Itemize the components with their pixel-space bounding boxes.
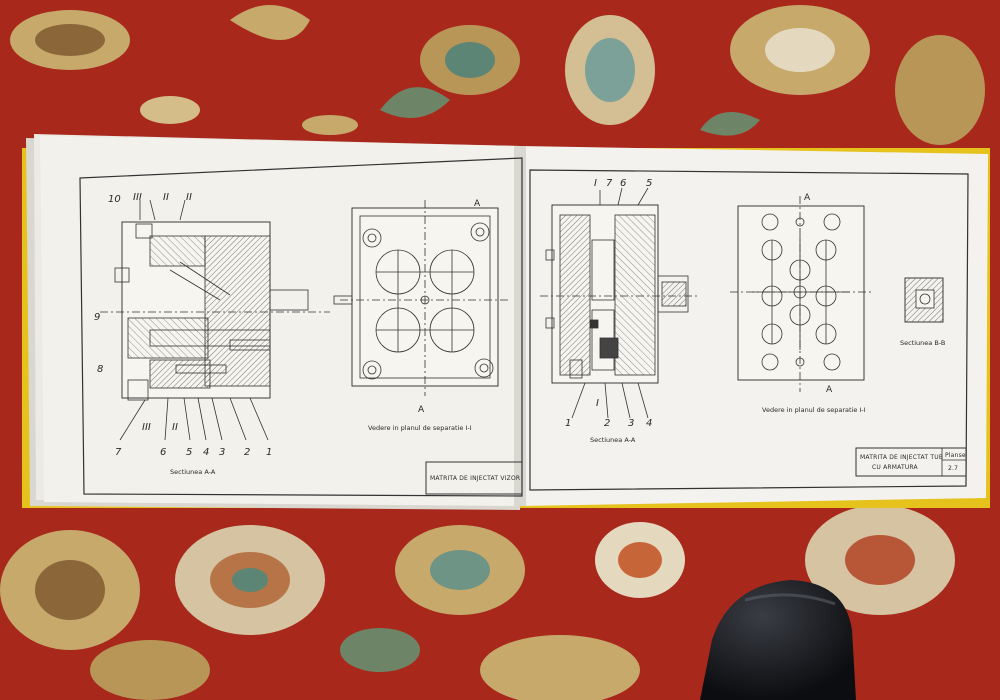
callout-3: 3 (219, 447, 225, 458)
callout-ii-top-b: II (186, 192, 192, 203)
right-small-caption: Sectiunea B-B (900, 339, 945, 347)
left-title-text: MATRITA DE INJECTAT VIZOR (430, 475, 520, 482)
callout-10: 10 (108, 194, 121, 205)
right-title-line2: CU ARMATURA (872, 464, 919, 471)
right-callout-6: 6 (620, 178, 626, 189)
callout-8: 8 (97, 364, 103, 375)
right-callout-i-top: I (594, 178, 597, 189)
right-plan-marker-bottom: A (826, 385, 833, 395)
right-section-drawing (540, 187, 700, 419)
left-plan-marker: A (474, 199, 481, 209)
right-callout-3: 3 (628, 418, 634, 429)
callout-5: 5 (186, 447, 192, 458)
callout-iii-bottom: III (142, 422, 151, 433)
right-plate-number: 2.7 (948, 465, 958, 472)
left-view-caption: Vedere in planul de separatie I-I (368, 424, 472, 432)
left-callout-numbers: 10 III II II 9 8 7 6 5 4 3 2 1 III II (94, 192, 272, 458)
right-small-section (904, 277, 944, 323)
right-section-caption: Sectiunea A-A (590, 436, 636, 444)
right-view-caption: Vedere in planul de separatie I-I (762, 406, 866, 414)
right-title-line1: MATRITA DE INJECTAT TUB (860, 454, 943, 461)
book: A A 10 III II II 9 8 7 6 5 4 3 2 1 III I… (22, 134, 990, 510)
right-callout-4: 4 (646, 418, 652, 429)
callout-6: 6 (160, 447, 166, 458)
right-plan-marker-top: A (804, 193, 811, 203)
left-plan-marker-bottom: A (418, 405, 425, 415)
callout-7: 7 (115, 447, 122, 458)
callout-1: 1 (266, 447, 272, 458)
callout-iii-top: III (133, 192, 142, 203)
callout-4: 4 (203, 447, 209, 458)
right-callout-numbers: I 7 6 5 1 2 3 4 I (565, 178, 652, 429)
right-callout-7: 7 (606, 178, 613, 189)
right-callout-5: 5 (646, 178, 652, 189)
right-title-block (855, 447, 967, 477)
shoe (700, 580, 856, 700)
right-plan-drawing (730, 196, 872, 392)
right-callout-i-bottom: I (596, 398, 599, 409)
right-callout-1: 1 (565, 418, 571, 429)
right-callout-2: 2 (604, 418, 610, 429)
left-plan-drawing (333, 200, 510, 396)
right-plate-label: Planse (945, 452, 966, 459)
callout-9: 9 (94, 312, 100, 323)
left-title-block (425, 461, 523, 495)
left-section-caption: Sectiunea A-A (170, 468, 216, 476)
callout-ii-top-a: II (163, 192, 169, 203)
callout-ii-bottom: II (172, 422, 178, 433)
callout-2: 2 (244, 447, 250, 458)
left-section-drawing (100, 199, 330, 441)
